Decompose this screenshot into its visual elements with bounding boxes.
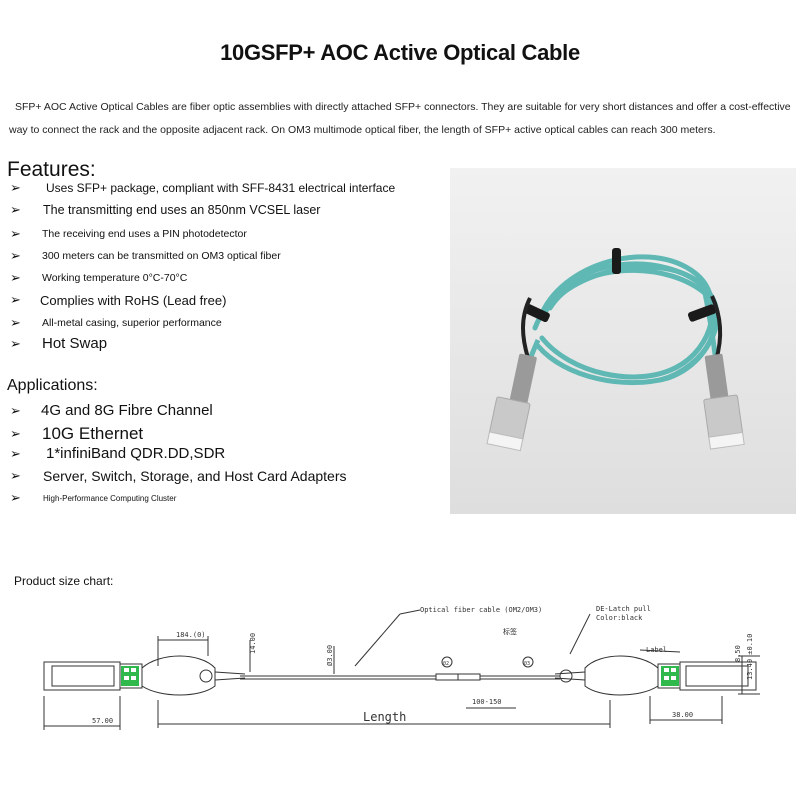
- intro-paragraph: SFP+ AOC Active Optical Cables are fiber…: [9, 96, 794, 142]
- list-item: ➢ Hot Swap: [10, 335, 108, 352]
- product-photo: [450, 168, 796, 514]
- intro-line-2: way to connect the rack and the opposite…: [9, 124, 716, 136]
- arrow-icon: ➢: [10, 426, 21, 441]
- arrow-icon: ➢: [10, 402, 21, 418]
- list-item: ➢ Complies with RoHS (Lead free): [10, 292, 227, 308]
- fiber-label: Optical fiber cable (OM2/OM3): [420, 606, 542, 614]
- arrow-icon: ➢: [10, 292, 21, 307]
- list-item: ➢ 4G and 8G Fibre Channel: [10, 402, 213, 419]
- intro-line-1: SFP+ AOC Active Optical Cables are fiber…: [15, 101, 791, 113]
- arrow-icon: ➢: [10, 335, 21, 351]
- strap-icon: [612, 248, 621, 274]
- label-label: Label: [646, 646, 667, 654]
- circle-marker-1: 02: [443, 661, 449, 667]
- dim-3: Ø3.00: [326, 645, 334, 666]
- applications-heading: Applications:: [7, 377, 98, 394]
- arrow-icon: ➢: [10, 180, 21, 195]
- arrow-icon: ➢: [10, 315, 21, 330]
- list-item: ➢ The transmitting end uses an 850nm VCS…: [10, 202, 321, 217]
- arrow-icon: ➢: [10, 445, 21, 461]
- dim-14: 14.00: [249, 633, 257, 654]
- list-item: ➢ High-Performance Computing Cluster: [10, 490, 177, 505]
- features-heading: Features:: [7, 158, 96, 181]
- dim-38: 38.00: [672, 711, 693, 719]
- dim-184: 184.(0): [176, 631, 206, 639]
- length-label: Length: [363, 710, 406, 724]
- cable-photo-illustration: [450, 168, 796, 514]
- list-item: ➢ 10G Ethernet: [10, 424, 144, 443]
- arrow-icon: ➢: [10, 270, 21, 285]
- dim-13-40: 13.40 ±0.10: [746, 634, 754, 680]
- arrow-icon: ➢: [10, 468, 21, 483]
- list-item: ➢ All-metal casing, superior performance: [10, 315, 222, 330]
- list-item: ➢ 1*infiniBand QDR.DD,SDR: [10, 445, 226, 462]
- list-item: ➢ 300 meters can be transmitted on OM3 o…: [10, 248, 281, 263]
- marker-label: 标签: [503, 627, 517, 636]
- list-item: ➢ Working temperature 0°C-70°C: [10, 270, 188, 285]
- arrow-icon: ➢: [10, 490, 21, 505]
- dim-100-150: 100-150: [472, 698, 502, 706]
- list-item: ➢ Server, Switch, Storage, and Host Card…: [10, 468, 347, 484]
- arrow-icon: ➢: [10, 226, 21, 241]
- arrow-icon: ➢: [10, 248, 21, 263]
- strap-icon: [524, 303, 550, 323]
- dim-8-50: 8.50: [734, 645, 742, 662]
- dim-57: 57.00: [92, 717, 113, 725]
- list-item: ➢ The receiving end uses a PIN photodete…: [10, 226, 247, 241]
- size-chart-title: Product size chart:: [14, 574, 114, 588]
- page-title: 10GSFP+ AOC Active Optical Cable: [220, 40, 580, 65]
- arrow-icon: ➢: [10, 202, 21, 217]
- latch-color-label: Color:black: [596, 614, 643, 622]
- strap-icon: [687, 304, 717, 322]
- latch-label: DE-Latch pull: [596, 605, 651, 613]
- circle-marker-2: 03: [524, 661, 530, 667]
- list-item: ➢ Uses SFP+ package, compliant with SFF-…: [10, 180, 396, 195]
- size-chart-drawing: Optical fiber cable (OM2/OM3) DE-Latch p…: [43, 605, 760, 730]
